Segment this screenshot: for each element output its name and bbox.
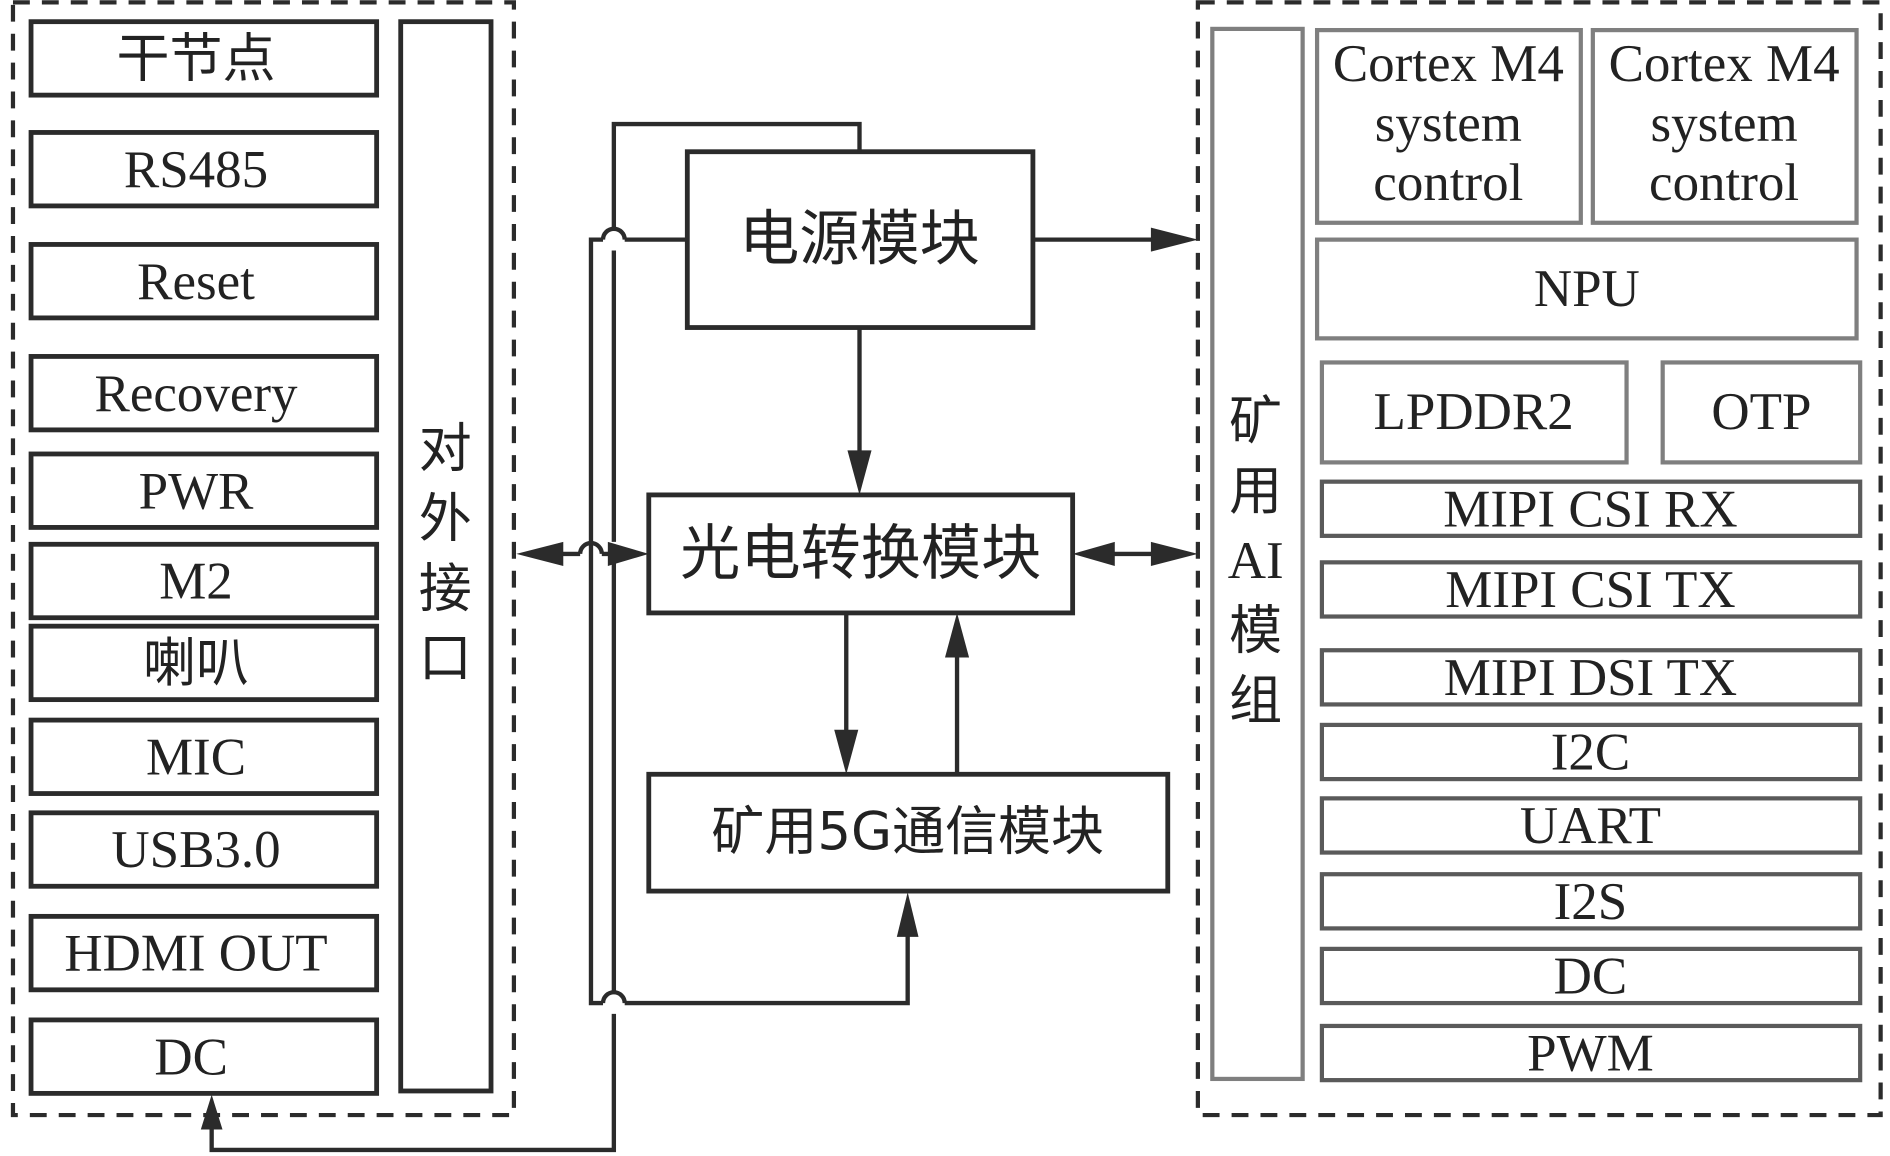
ai-module-title-char: 用 bbox=[1229, 461, 1282, 522]
lpddr2-label: LPDDR2 bbox=[1374, 383, 1574, 441]
interface-label: M2 bbox=[159, 553, 233, 611]
power-to-5g-wire bbox=[588, 237, 910, 1006]
arrow-to-opto-icon bbox=[847, 450, 872, 495]
cortex-line: control bbox=[1649, 154, 1799, 212]
ai-interface-label: I2S bbox=[1554, 873, 1628, 931]
ai-interface-item: MIPI DSI TX bbox=[1319, 648, 1863, 707]
arrow-to-dc-icon bbox=[200, 1094, 223, 1130]
external-interface-bar: 对 外 接 口 bbox=[398, 19, 494, 1094]
arrow-right-icon bbox=[607, 541, 649, 566]
ai-interface-label: I2C bbox=[1551, 724, 1630, 782]
ai-interface-label: MIPI CSI TX bbox=[1445, 561, 1735, 619]
interface-label: Reset bbox=[137, 253, 255, 311]
interface-label: 喇叭 bbox=[143, 633, 249, 694]
interface-item: DC bbox=[28, 1017, 380, 1096]
wire-hop bbox=[600, 990, 627, 1004]
interface-item: 喇叭 bbox=[28, 623, 380, 703]
ai-interface-item: UART bbox=[1319, 796, 1863, 855]
ai-module-title-char: AI bbox=[1228, 532, 1284, 590]
cortex-line: Cortex M4 bbox=[1609, 35, 1840, 93]
cortex-m4-block: Cortex M4 system control bbox=[1314, 27, 1583, 225]
interface-label: Recovery bbox=[95, 365, 298, 423]
wire-hop bbox=[577, 540, 604, 555]
interface-label: HDMI OUT bbox=[64, 925, 327, 983]
cortex-line: Cortex M4 bbox=[1333, 35, 1564, 93]
ai-module-title-bar: 矿 用 AI 模 组 bbox=[1210, 26, 1305, 1082]
ai-module-title-char: 模 bbox=[1229, 600, 1282, 661]
mining-5g-comm-module: 矿用5G通信模块 bbox=[646, 771, 1171, 894]
external-interface-title-char: 对 bbox=[419, 419, 472, 480]
arrow-down-icon bbox=[834, 729, 859, 775]
arrow-up-icon bbox=[945, 612, 970, 658]
ai-module-dashed-frame bbox=[1195, 0, 1883, 1118]
mining-5g-comm-module-label: 矿用5G通信模块 bbox=[711, 802, 1104, 863]
cortex-m4-block: Cortex M4 system control bbox=[1590, 27, 1859, 225]
interface-item: 干节点 bbox=[28, 19, 380, 98]
opto-electric-module-label: 光电转换模块 bbox=[680, 519, 1041, 589]
ai-interface-item: DC bbox=[1319, 946, 1863, 1006]
ai-interface-item: MIPI CSI TX bbox=[1319, 560, 1863, 619]
interface-label: DC bbox=[154, 1028, 228, 1086]
power-module: 电源模块 bbox=[684, 149, 1036, 330]
ai-interface-item: I2C bbox=[1319, 722, 1863, 782]
external-interface-dashed-frame bbox=[10, 0, 517, 1118]
interface-label: PWR bbox=[139, 462, 254, 520]
arrow-left-icon bbox=[516, 541, 564, 566]
external-interface-title-char: 外 bbox=[419, 488, 472, 549]
ai-interface-item: I2S bbox=[1319, 872, 1863, 931]
ai-interface-item: PWM bbox=[1319, 1023, 1863, 1083]
ai-module-title-char: 矿 bbox=[1229, 391, 1282, 452]
interface-item: HDMI OUT bbox=[28, 913, 380, 993]
interface-label: RS485 bbox=[124, 141, 268, 199]
external-interface-title-char: 接 bbox=[419, 558, 472, 619]
ai-module-title-char: 组 bbox=[1229, 670, 1282, 731]
cortex-line: system bbox=[1375, 95, 1522, 153]
arrow-to-ai-icon bbox=[1150, 227, 1198, 252]
arrow-to-5g-icon bbox=[896, 892, 919, 937]
ai-interface-item: MIPI CSI RX bbox=[1319, 479, 1863, 538]
otp-label: OTP bbox=[1711, 383, 1811, 441]
lpddr2-block: LPDDR2 bbox=[1319, 360, 1629, 465]
interface-item: MIC bbox=[28, 717, 380, 796]
external-interface-title-char: 口 bbox=[419, 628, 472, 689]
interface-label: 干节点 bbox=[117, 29, 276, 90]
cortex-line: control bbox=[1373, 154, 1523, 212]
npu-label: NPU bbox=[1534, 260, 1640, 318]
ai-interface-label: UART bbox=[1520, 797, 1661, 855]
interface-item: M2 bbox=[28, 541, 380, 621]
ai-interface-label: MIPI DSI TX bbox=[1444, 649, 1737, 707]
ai-interface-label: DC bbox=[1554, 948, 1628, 1006]
wire-hop bbox=[600, 226, 627, 240]
interface-item: PWR bbox=[28, 451, 380, 530]
interface-item: RS485 bbox=[28, 130, 380, 209]
power-to-dc-wire bbox=[209, 121, 862, 1153]
cortex-line: system bbox=[1651, 95, 1798, 153]
npu-block: NPU bbox=[1314, 237, 1859, 341]
interface-label: USB3.0 bbox=[111, 821, 280, 879]
interface-label: MIC bbox=[146, 728, 246, 786]
external-interface-group: 干节点 RS485 Reset Recovery PWR M2 喇叭 MIC bbox=[10, 0, 517, 1118]
otp-block: OTP bbox=[1660, 360, 1863, 465]
arrow-left-icon bbox=[1072, 541, 1115, 566]
interface-item: Reset bbox=[28, 242, 380, 321]
power-module-label: 电源模块 bbox=[739, 205, 980, 275]
ai-interface-label: MIPI CSI RX bbox=[1443, 480, 1737, 538]
interface-item: Recovery bbox=[28, 354, 380, 433]
ai-module-group: 矿 用 AI 模 组 Cortex M4 system control Cort… bbox=[1195, 0, 1883, 1118]
arrow-right-icon bbox=[1150, 541, 1198, 566]
ai-interface-label: PWM bbox=[1527, 1025, 1654, 1083]
opto-electric-module: 光电转换模块 bbox=[646, 492, 1076, 616]
connection-wires bbox=[200, 121, 1198, 1153]
interface-item: USB3.0 bbox=[28, 810, 380, 889]
